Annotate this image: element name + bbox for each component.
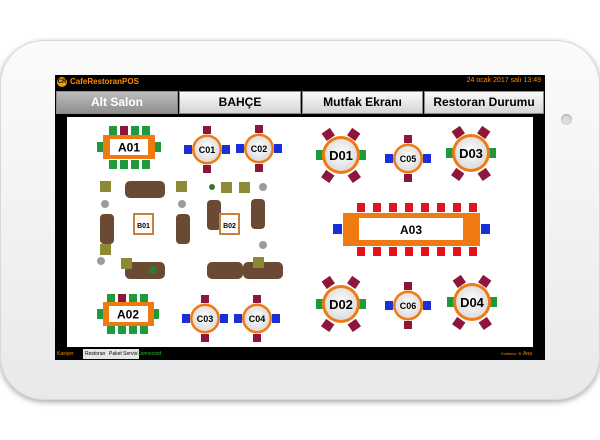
table-B02[interactable]: B02 xyxy=(207,182,283,279)
table-B01[interactable]: B01 xyxy=(97,181,190,279)
title-bar: CR CafeRestoranPOS 24 ocak 2017 salı 13:… xyxy=(55,75,545,89)
table-label-C04: C04 xyxy=(249,314,266,324)
app-screen: CR CafeRestoranPOS 24 ocak 2017 salı 13:… xyxy=(55,75,545,360)
table-D04[interactable]: D04 xyxy=(447,274,497,330)
table-label-A02: A02 xyxy=(117,308,139,322)
table-label-C05: C05 xyxy=(400,154,417,164)
floor-tabs: Alt Salon BAHÇE Mutfak Ekranı Restoran D… xyxy=(55,91,545,114)
table-label-D03: D03 xyxy=(459,146,483,161)
table-C03[interactable]: C03 xyxy=(182,295,228,342)
app-logo-icon: CR xyxy=(57,77,67,87)
table-D02[interactable]: D02 xyxy=(316,275,366,332)
table-label-C06: C06 xyxy=(400,301,417,311)
table-A01[interactable]: A01 xyxy=(97,126,161,169)
table-C04[interactable]: C04 xyxy=(234,295,280,342)
table-C02[interactable]: C02 xyxy=(236,125,282,172)
table-label-A03: A03 xyxy=(400,223,422,237)
table-C05[interactable]: C05 xyxy=(385,135,431,182)
tab-restoran-durumu[interactable]: Restoran Durumu xyxy=(424,91,544,114)
table-A02[interactable]: A02 xyxy=(97,294,159,334)
table-label-B02: B02 xyxy=(223,223,236,230)
main-menu-button[interactable]: Ana Menü xyxy=(521,349,545,359)
home-button[interactable] xyxy=(561,114,572,125)
status-connection: Connected xyxy=(137,351,162,357)
status-restoran-button[interactable]: Restoran xyxy=(83,349,108,359)
status-user-role: Kasiyer xyxy=(57,351,74,357)
table-label-D01: D01 xyxy=(329,148,353,163)
status-user-info: Kullanıcı: Bilgi xyxy=(501,351,527,356)
table-label-B01: B01 xyxy=(137,223,150,230)
table-C01[interactable]: C01 xyxy=(184,126,230,173)
table-label-C01: C01 xyxy=(199,145,216,155)
floor-plan-svg: A01 A02 C01 C02 xyxy=(97,125,497,342)
table-C06[interactable]: C06 xyxy=(385,282,431,329)
date-time: 24 ocak 2017 salı 13:49 xyxy=(466,77,541,84)
table-label-C03: C03 xyxy=(197,314,214,324)
tab-mutfak-ekrani[interactable]: Mutfak Ekranı xyxy=(302,91,423,114)
table-D03[interactable]: D03 xyxy=(446,125,496,181)
tab-bahce[interactable]: BAHÇE xyxy=(179,91,301,114)
table-D01[interactable]: D01 xyxy=(316,127,366,183)
table-label-C02: C02 xyxy=(251,144,268,154)
app-title: CafeRestoranPOS xyxy=(70,77,139,86)
status-bar: Kasiyer Restoran Paket Servis Connected … xyxy=(55,348,545,360)
table-label-A01: A01 xyxy=(118,141,140,155)
tab-alt-salon[interactable]: Alt Salon xyxy=(56,91,178,114)
table-label-D02: D02 xyxy=(329,297,353,312)
status-paket-servis-button[interactable]: Paket Servis xyxy=(107,349,140,359)
table-label-D04: D04 xyxy=(460,295,485,310)
table-A03[interactable]: A03 xyxy=(333,203,490,256)
floor-plan: A01 A02 C01 C02 xyxy=(67,117,533,347)
